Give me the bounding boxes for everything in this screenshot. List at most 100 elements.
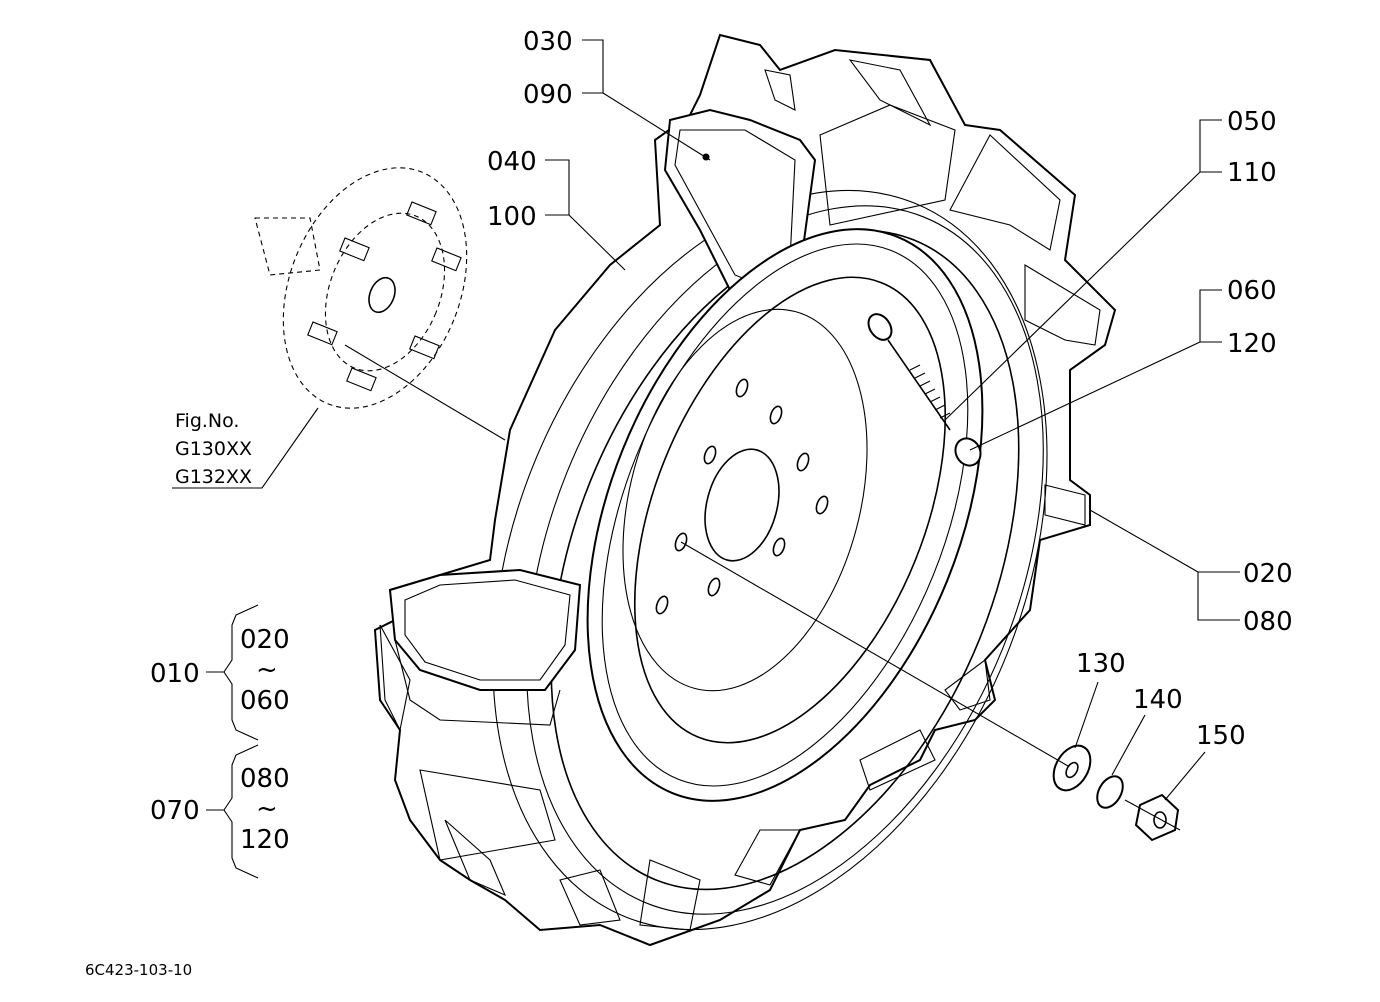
group-010-tilde: ~ [256, 655, 278, 685]
figure-reference: Fig.No. G130XX G132XX [175, 410, 252, 488]
bolt-hole [674, 532, 688, 552]
leader-130 [1074, 681, 1099, 749]
hub-flange [282, 167, 468, 409]
tire-lug-right-1 [949, 134, 1061, 251]
callout-100: 100 [487, 202, 537, 232]
bolt-hole [735, 378, 749, 398]
tire-lug-right-4 [944, 658, 991, 711]
flat-washer-130-hole [1065, 761, 1079, 779]
tire-sidewall-ring-3 [492, 189, 1048, 931]
hub-flange-inner [324, 212, 446, 372]
disc-face [622, 308, 868, 692]
hub-phantom [254, 167, 468, 409]
tire-lug-top-3 [819, 104, 956, 226]
center-hole [704, 448, 780, 562]
valve-stem-base [867, 313, 893, 341]
leader-060-120 [969, 289, 1222, 451]
rim-outer [586, 228, 984, 802]
callout-150: 150 [1196, 721, 1246, 751]
bolt-holes [655, 378, 829, 615]
tire-lug-top-1 [764, 69, 796, 111]
callout-110: 110 [1227, 158, 1277, 188]
hub-stud [409, 335, 440, 360]
fasteners [1052, 744, 1180, 842]
callout-140: 140 [1133, 685, 1183, 715]
callout-120: 120 [1227, 329, 1277, 359]
leader-020-080 [1089, 509, 1240, 621]
hub-stud [346, 367, 377, 392]
group-070-label: 070 [150, 796, 200, 826]
bolt-hole [707, 577, 721, 597]
hub-shaft [254, 217, 321, 276]
leader-030-090 [582, 39, 711, 161]
group-070-to: 120 [240, 825, 290, 855]
group-010-to: 060 [240, 686, 290, 716]
bolt-hole [769, 405, 783, 425]
group-070-from: 080 [240, 764, 290, 794]
flat-washer-130 [1052, 744, 1092, 792]
drawing-number: 6C423-103-10 [85, 961, 192, 979]
valve-stem [887, 339, 951, 431]
bolt-hole [655, 595, 669, 615]
group-070-tilde: ~ [256, 794, 278, 824]
fig-no-label[interactable]: Fig.No. [175, 410, 239, 432]
tire-lug-left-2 [444, 819, 507, 897]
tire-lug-right-2 [1024, 264, 1101, 346]
group-labels: 010 020 ~ 060 070 080 ~ 120 [150, 625, 290, 855]
leader-140 [1111, 714, 1146, 776]
callout-090: 090 [523, 80, 573, 110]
hub-stud [431, 247, 462, 272]
leader-150 [1164, 751, 1206, 801]
tube-bottom-inner [404, 579, 571, 681]
tire-lug-right-3 [1044, 484, 1086, 526]
group-010-from: 020 [240, 625, 290, 655]
bolt-hole [772, 537, 786, 557]
tire-lug-bottom-1 [859, 729, 936, 791]
nut-150-hole [1153, 811, 1167, 829]
spring-washer-140 [1096, 775, 1124, 809]
callout-040: 040 [487, 147, 537, 177]
tire-lug-bottom-2 [734, 829, 801, 886]
group-brackets [206, 604, 259, 879]
leader-fig-no [172, 407, 319, 489]
bolt-axis-line-2 [1124, 799, 1181, 831]
group-010-label: 010 [150, 659, 200, 689]
callout-labels: 030 090 040 100 050 110 060 120 020 080 … [487, 27, 1293, 751]
wheel-rim [586, 228, 984, 802]
hub-stud [307, 321, 338, 346]
leader-040-100 [545, 159, 626, 271]
tire-lug-top-2 [848, 59, 932, 127]
tube-bottom-outline [388, 568, 582, 691]
hub-center [368, 276, 396, 314]
tire-lug-left-1 [419, 769, 556, 861]
callout-130: 130 [1076, 649, 1126, 679]
hub-studs [307, 201, 462, 392]
hub-axis-line [344, 344, 506, 441]
fig-ref-g132xx[interactable]: G132XX [175, 466, 252, 488]
tire-sidewall-ring-2 [526, 205, 1044, 915]
hub-stud [406, 201, 437, 226]
bolt-hole [796, 452, 810, 472]
bolt-hole [703, 445, 717, 465]
callout-050: 050 [1227, 107, 1277, 137]
tube-cutaway-bottom [388, 568, 582, 726]
valve-thread [909, 364, 951, 419]
rim-flange [601, 243, 969, 787]
callout-060: 060 [1227, 276, 1277, 306]
leader-lines [172, 39, 1240, 831]
callout-080: 080 [1243, 607, 1293, 637]
rim-inner-edge [633, 276, 947, 744]
callout-030: 030 [523, 27, 573, 57]
tire-lug-bottom-3 [639, 859, 701, 931]
tire-lug-bottom-4 [559, 869, 621, 926]
tube-bottom-wall [394, 639, 561, 726]
bolt-axis-line [680, 541, 1069, 767]
hub-stud [339, 237, 370, 262]
fig-ref-g130xx[interactable]: G130XX [175, 438, 252, 460]
tire-sidewall-ring-1 [550, 229, 1020, 891]
valve-assembly [867, 313, 982, 467]
callout-020: 020 [1243, 559, 1293, 589]
bolt-hole [815, 495, 829, 515]
leader-050-110 [944, 119, 1222, 421]
